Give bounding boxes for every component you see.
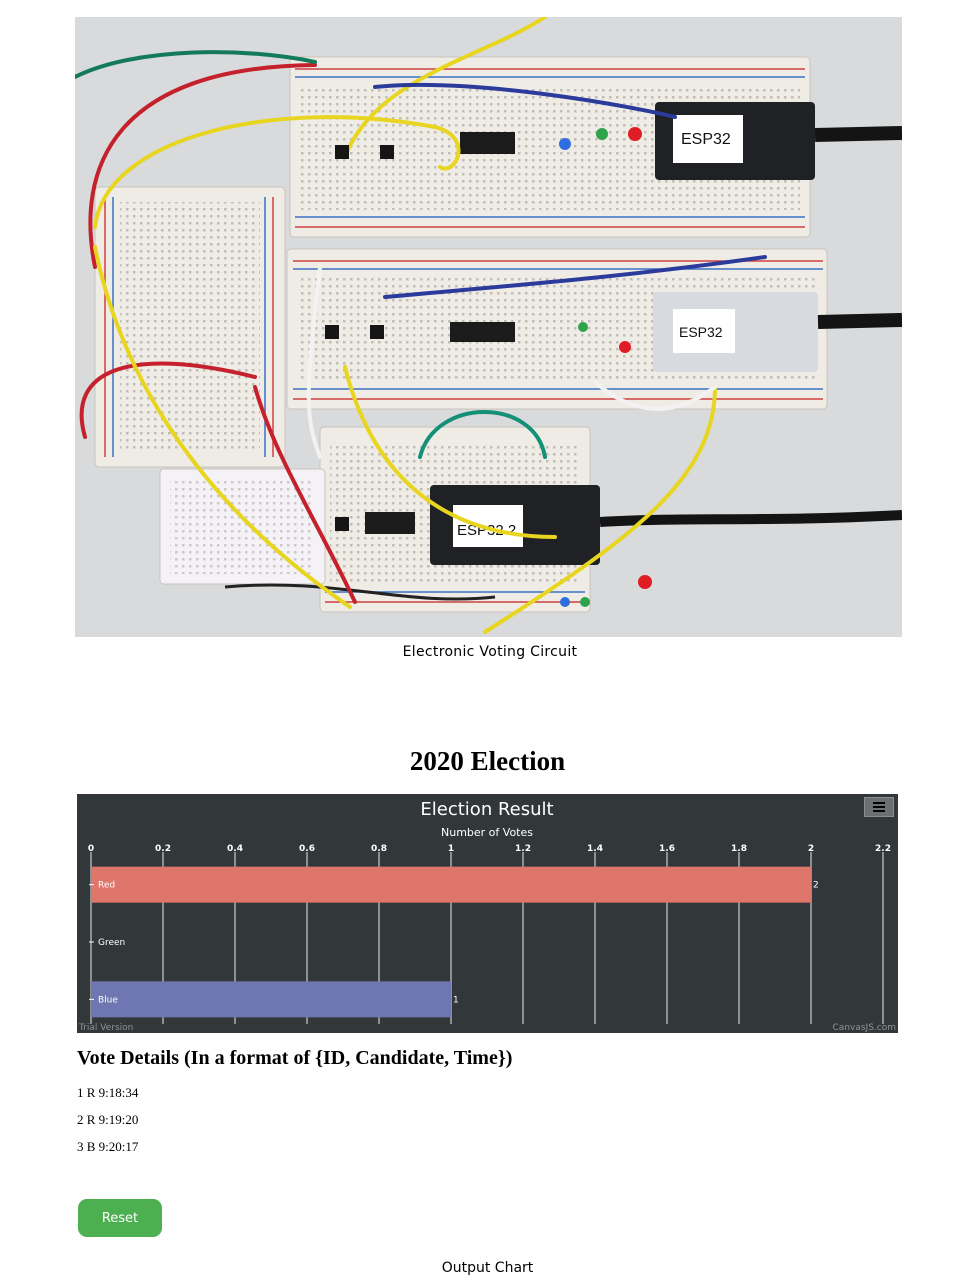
x-tick-label: 0.4: [227, 844, 243, 854]
esp32-board-label: ESP32: [679, 324, 723, 340]
x-axis-label: Number of Votes: [441, 826, 533, 839]
y-category-label: Red: [98, 881, 115, 891]
esp32-board-label: ESP32: [681, 131, 731, 148]
x-tick-label: 0.2: [155, 844, 171, 854]
x-tick-label: 0: [88, 844, 94, 854]
reset-button[interactable]: Reset: [78, 1199, 162, 1237]
chart-canvas: Election Result Number of Votes 0 0.2 0.4 0…: [78, 799, 896, 1033]
x-tick-label: 1.4: [587, 844, 603, 854]
canvasjs-watermark: CanvasJS.com: [833, 1023, 896, 1033]
vote-row: 1 R 9:18:34: [77, 1085, 139, 1100]
photo-caption: Electronic Voting Circuit: [402, 644, 578, 660]
x-tick-label: 0.8: [371, 844, 387, 854]
page-title: 2020 Election: [409, 746, 566, 776]
esp32-board-label: ESP32 2: [457, 522, 516, 539]
x-tick-label: 1: [448, 844, 454, 854]
hamburger-menu-icon: [873, 810, 885, 812]
trial-watermark: Trial Version: [78, 1023, 133, 1033]
x-tick-label: 1.6: [659, 844, 675, 854]
bar-data-label: 2: [813, 881, 819, 891]
vote-details-list: 1 R 9:18:34 2 R 9:19:20 3 B 9:20:17: [77, 1085, 138, 1166]
hamburger-menu-icon: [873, 802, 885, 804]
y-category-label: Green: [98, 938, 125, 948]
bar-red[interactable]: [91, 866, 811, 903]
vote-row: 3 B 9:20:17: [77, 1139, 139, 1154]
chart-menu-button[interactable]: [864, 797, 894, 817]
x-tick-label: 2.2: [875, 844, 891, 854]
y-category-label: Blue: [98, 995, 118, 1005]
circuit-photo: ESP32 ESP32 ESP32 2: [75, 17, 902, 637]
x-tick-label: 0.6: [299, 844, 315, 854]
chart-title: Election Result: [420, 799, 553, 820]
hamburger-menu-icon: [873, 806, 885, 808]
vote-row: 2 R 9:19:20: [77, 1112, 139, 1127]
election-result-chart: Election Result Number of Votes 0 0.2 0.4 0…: [77, 794, 898, 1033]
x-tick-label: 1.2: [515, 844, 531, 854]
x-tick-label: 1.8: [731, 844, 747, 854]
bar-data-label: 1: [453, 995, 459, 1005]
x-tick-label: 2: [808, 844, 814, 854]
bar-blue[interactable]: [91, 981, 451, 1018]
output-chart-caption: Output Chart: [441, 1260, 534, 1276]
vote-details-title: Vote Details (In a format of {ID, Candid…: [77, 1047, 513, 1069]
